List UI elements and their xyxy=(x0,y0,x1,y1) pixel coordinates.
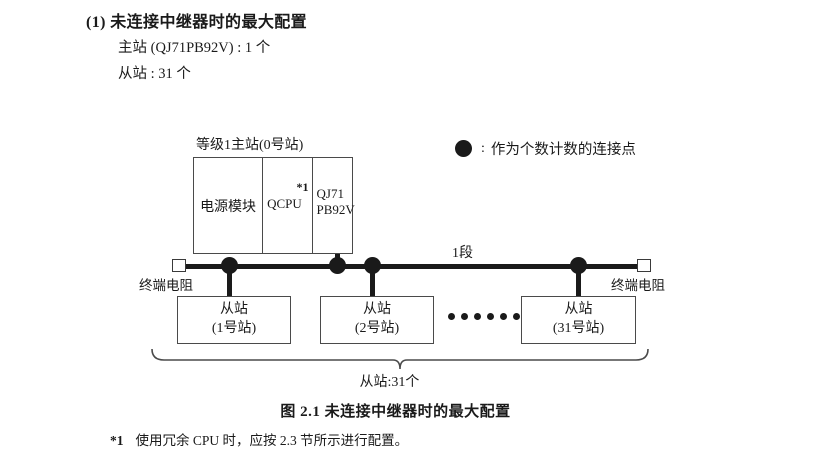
connection-point-dot-slave2 xyxy=(364,257,381,274)
spec-master-count: 主站 (QJ71PB92V) : 1 个 xyxy=(118,40,271,56)
network-module-label: QJ71 PB92V xyxy=(317,186,355,219)
slave-station-1-number: (1号站) xyxy=(211,321,257,336)
legend: : 作为个数计数的连接点 xyxy=(455,138,636,159)
slave-station-1-title: 从站 xyxy=(220,302,248,318)
connection-point-dot-slave1 xyxy=(221,257,238,274)
spec-slave-count: 从站 : 31 个 xyxy=(118,66,191,82)
network-module-label-line1: QJ71 xyxy=(316,186,344,201)
cpu-module-label: QCPU xyxy=(267,196,302,211)
ellipsis-dots xyxy=(448,313,520,320)
master-rack-label: 等级1主站(0号站) xyxy=(196,138,304,153)
master-rack: 电源模块 *1 QCPU QJ71 PB92V xyxy=(193,157,355,254)
ellipsis-dot xyxy=(461,313,468,320)
ellipsis-dot xyxy=(448,313,455,320)
slave-station-box-2: 从站 (2号站) xyxy=(320,296,434,344)
footnote-marker: *1 xyxy=(110,433,124,448)
network-module-cell: QJ71 PB92V xyxy=(313,158,355,253)
slave-station-2-number: (2号站) xyxy=(354,321,400,336)
terminator-right-icon xyxy=(637,259,651,272)
bus-trunk-line xyxy=(179,263,645,269)
figure-caption-wrap: 图 2.1 未连接中继器时的最大配置 xyxy=(0,400,821,421)
footnote: *1 使用冗余 CPU 时，应按 2.3 节所示进行配置。 xyxy=(110,429,408,449)
slave-station-31-title: 从站 xyxy=(564,302,593,318)
cpu-module-cell: *1 QCPU xyxy=(263,158,313,253)
legend-separator: : xyxy=(481,140,485,156)
segment-label: 1段 xyxy=(452,246,473,261)
slave-station-31-number: (31号站) xyxy=(552,321,605,336)
ellipsis-dot xyxy=(474,313,481,320)
drop-line-slave1 xyxy=(227,266,232,297)
power-module-label: 电源模块 xyxy=(200,199,257,215)
slave-group-brace-label-wrap: 从站:31个 xyxy=(0,371,821,391)
slave-station-box-31: 从站 (31号站) xyxy=(521,296,636,344)
figure-caption: 图 2.1 未连接中继器时的最大配置 xyxy=(280,404,511,420)
connection-point-dot-slave31 xyxy=(570,257,587,274)
network-module-label-line2: PB92V xyxy=(316,202,355,218)
footnote-marker-ref: *1 xyxy=(296,180,309,194)
power-module-cell: 电源模块 xyxy=(194,158,264,253)
terminator-right-label: 终端电阻 xyxy=(611,278,665,293)
slave-group-brace xyxy=(151,348,649,370)
section-heading: (1) 未连接中继器时的最大配置 xyxy=(86,14,308,31)
drop-line-slave31 xyxy=(576,266,581,297)
drop-line-slave2 xyxy=(370,266,375,297)
terminator-left-label: 终端电阻 xyxy=(139,278,193,293)
footnote-text: 使用冗余 CPU 时，应按 2.3 节所示进行配置。 xyxy=(135,433,409,448)
terminator-left-icon xyxy=(172,259,186,272)
ellipsis-dot xyxy=(487,313,494,320)
connection-point-dot-master xyxy=(329,257,346,274)
legend-label: 作为个数计数的连接点 xyxy=(490,142,636,158)
ellipsis-dot xyxy=(500,313,507,320)
ellipsis-dot xyxy=(513,313,520,320)
filled-circle-icon xyxy=(455,140,472,157)
slave-station-2-title: 从站 xyxy=(363,302,391,318)
slave-station-box-1: 从站 (1号站) xyxy=(177,296,291,344)
slave-group-brace-label: 从站:31个 xyxy=(359,375,420,390)
